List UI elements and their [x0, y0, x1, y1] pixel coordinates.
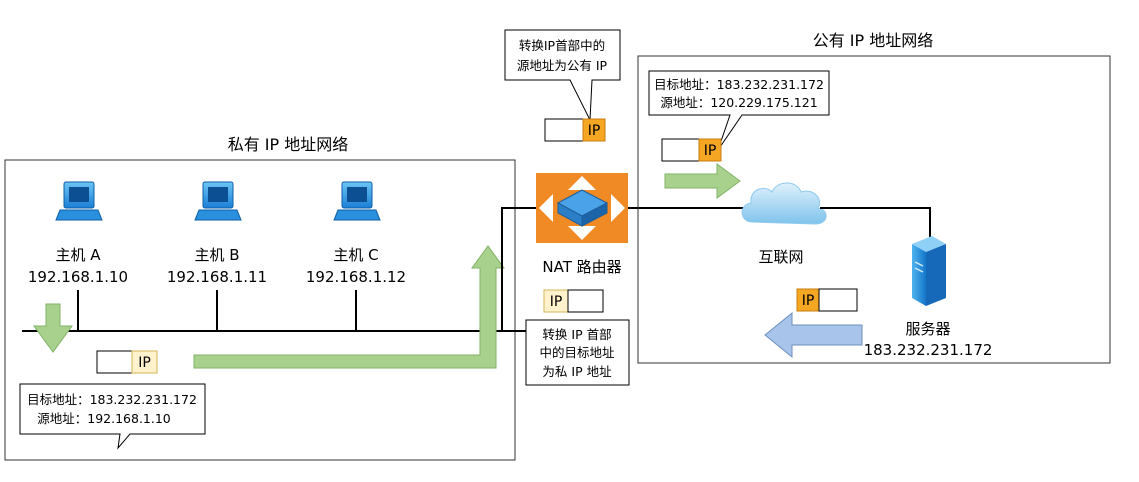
host-a-name: 主机 A [55, 246, 101, 264]
host-a-ip: 192.168.1.10 [28, 268, 128, 286]
server-packet-ip: IP [802, 293, 815, 309]
server-ip: 183.232.231.172 [864, 341, 993, 359]
down-arrow [33, 303, 73, 353]
internet-label: 互联网 [758, 248, 803, 266]
public-callout-line2: 源地址：120.229.175.121 [660, 95, 817, 110]
host-b-name: 主机 B [194, 246, 239, 264]
router-icon [536, 173, 628, 243]
private-network-title: 私有 IP 地址网络 [228, 135, 349, 154]
private-callout-line1: 目标地址：183.232.231.172 [27, 392, 197, 407]
router-top-packet-ip: IP [588, 123, 601, 139]
private-callout-line2: 源地址：192.168.1.10 [37, 411, 171, 426]
router-top-line2: 源地址为公有 IP [517, 58, 608, 73]
public-callout [648, 70, 830, 151]
router-bottom-line3: 为私 IP 地址 [542, 364, 612, 379]
public-packet-top-ip: IP [704, 143, 717, 159]
router-bottom-callout [525, 319, 630, 386]
return-arrow [764, 311, 863, 359]
private-callout [19, 383, 206, 450]
outbound-arrow [193, 245, 505, 369]
host-c-ip: 192.168.1.12 [306, 268, 406, 286]
router-bottom-line1: 转换 IP 首部 [542, 327, 611, 342]
computer-b-icon [194, 181, 242, 221]
router-top-callout [504, 29, 621, 122]
server-name: 服务器 [905, 320, 950, 338]
private-packet-ip: IP [138, 355, 151, 371]
server-icon [912, 236, 946, 306]
router-top-packet: IP [544, 118, 606, 142]
public-packet-top: IP [661, 138, 722, 162]
router-top-line1: 转换IP首部中的 [519, 38, 605, 53]
internet-server-link [820, 207, 931, 240]
host-c-name: 主机 C [333, 246, 378, 264]
router-label: NAT 路由器 [542, 258, 621, 276]
cloud-icon [741, 182, 827, 225]
server-packet: IP [796, 288, 858, 312]
private-packet: IP [96, 350, 158, 374]
right-arrow [664, 163, 741, 199]
public-network-box [637, 55, 1111, 364]
computer-a-icon [55, 181, 103, 221]
router-bottom-line2: 中的目标地址 [539, 345, 615, 360]
public-network-title: 公有 IP 地址网络 [813, 31, 934, 50]
router-packet-ip: IP [550, 294, 563, 310]
router-packet: IP [543, 289, 604, 313]
public-callout-line1: 目标地址：183.232.231.172 [654, 77, 824, 92]
host-b-ip: 192.168.1.11 [167, 268, 267, 286]
lan-router-link [501, 207, 536, 331]
computer-c-icon [333, 181, 381, 221]
private-network-box [4, 159, 516, 461]
